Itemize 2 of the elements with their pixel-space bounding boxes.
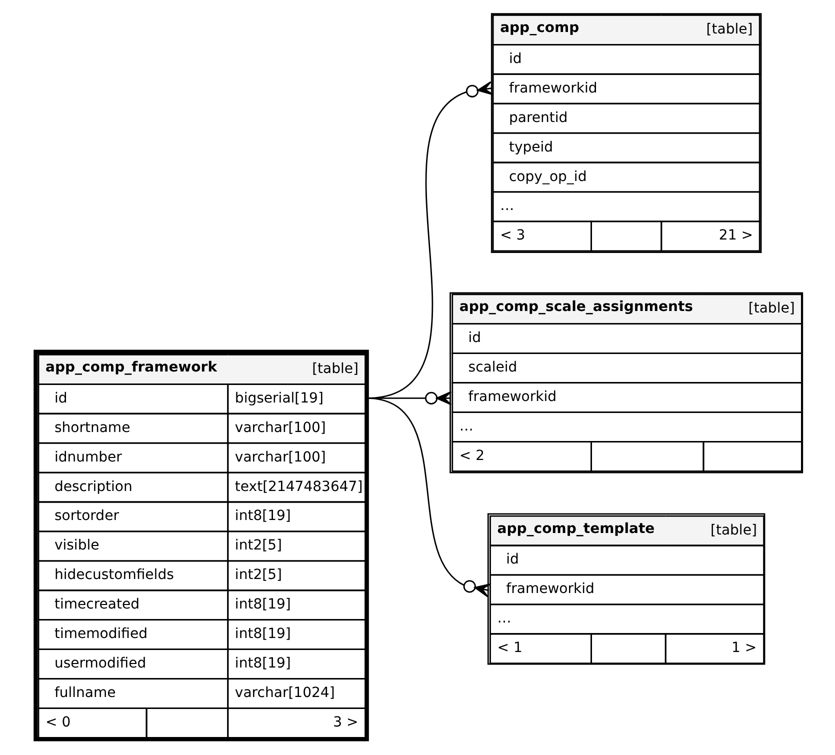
node-box: app_comp_framework [table] id bigserial[19] shortname varchar[100] idnumber varchar[100] description text[2147483647] sortorder int8[19] visible int2[5] hidecustomfields int2[5] timecreated int8[19] timemodified int8[19] usermodified int8[19] fullname varchar[1024] < 0 3 >: [33, 350, 368, 742]
connector: [366, 398, 490, 598]
